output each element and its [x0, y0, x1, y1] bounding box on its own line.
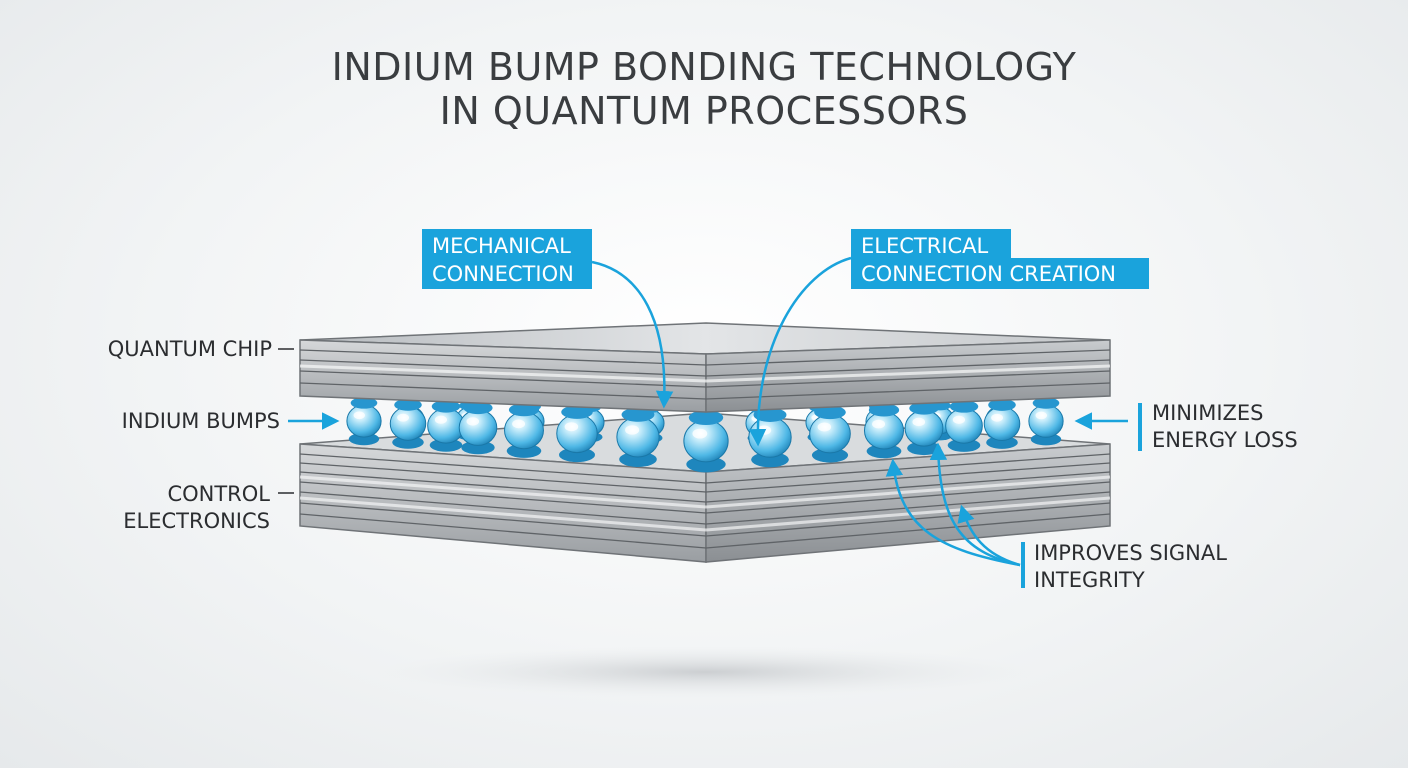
indium-bump	[683, 410, 729, 473]
indium-bump	[983, 398, 1021, 449]
electrical-callout-arrow	[748, 256, 852, 447]
control-light-bands	[299, 475, 1111, 532]
signal-arrow-2	[929, 442, 1021, 567]
title-line-1: INDIUM BUMP BONDING TECHNOLOGY	[332, 45, 1077, 89]
signal-integrity-bar	[1021, 542, 1025, 588]
indium-bump	[458, 401, 498, 455]
indium-bump	[748, 407, 792, 468]
control-layer-lines	[299, 453, 1111, 549]
electrical-callout-box-bottom	[851, 258, 1149, 289]
title-line-2: IN QUANTUM PROCESSORS	[440, 89, 969, 133]
chip-right-side	[705, 339, 1111, 413]
chip-layer-lines	[299, 349, 1111, 400]
mechanical-callout-line-1: MECHANICAL	[432, 234, 571, 258]
chip-light-bands	[299, 364, 1111, 383]
mechanical-callout-box-bottom	[422, 258, 592, 289]
energy-loss-bar	[1138, 403, 1142, 451]
mechanical-callout-box-top	[422, 229, 592, 260]
signal-arrow-1	[885, 458, 1021, 567]
label-indium-bumps: INDIUM BUMPS	[122, 409, 280, 433]
indium-bump	[616, 407, 660, 467]
label-control-electronics-1: CONTROL	[167, 482, 270, 506]
signal-arrow-3	[957, 504, 1021, 567]
electrical-callout-line-1: ELECTRICAL	[861, 234, 989, 258]
label-quantum-chip: QUANTUM CHIP	[108, 337, 272, 361]
quantum-chip-stack	[299, 322, 1111, 413]
indium-bump	[556, 405, 598, 463]
electrical-connection-callout: ELECTRICAL CONNECTION CREATION	[748, 229, 1149, 447]
indium-bump-array	[346, 397, 1064, 473]
signal-integrity-line-1: IMPROVES SIGNAL	[1034, 541, 1227, 565]
mechanical-callout-line-2: CONNECTION	[432, 262, 574, 286]
indium-bump	[389, 398, 427, 449]
mechanical-connection-callout: MECHANICAL CONNECTION	[422, 229, 674, 409]
signal-integrity-note: IMPROVES SIGNAL INTEGRITY	[885, 442, 1227, 592]
indium-bump	[504, 403, 544, 458]
indium-bump	[427, 400, 465, 452]
indium-bump	[809, 405, 851, 463]
energy-loss-note: MINIMIZES ENERGY LOSS	[1074, 401, 1298, 452]
signal-integrity-line-2: INTEGRITY	[1034, 568, 1145, 592]
indium-bump	[863, 403, 905, 459]
energy-loss-line-2: ENERGY LOSS	[1152, 428, 1298, 452]
electrical-callout-line-2: CONNECTION CREATION	[861, 262, 1116, 286]
indium-bump	[346, 397, 382, 446]
label-control-electronics-2: ELECTRONICS	[123, 509, 270, 533]
mechanical-callout-arrow	[591, 260, 674, 409]
electrical-callout-box-top	[851, 229, 1011, 260]
control-electronics-stack	[299, 412, 1111, 563]
control-right-side	[705, 443, 1111, 563]
indium-bump	[945, 400, 983, 452]
energy-loss-line-1: MINIMIZES	[1152, 401, 1264, 425]
indium-bump	[1028, 397, 1064, 446]
floor-shadow	[375, 646, 1035, 698]
